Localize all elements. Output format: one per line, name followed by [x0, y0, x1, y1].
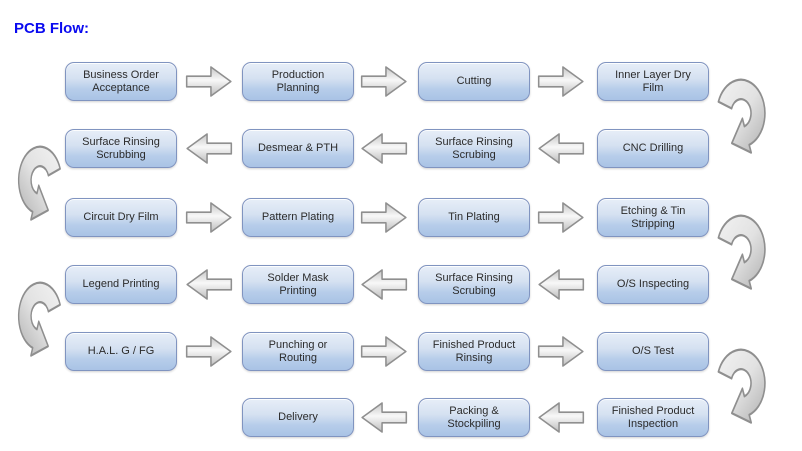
flow-step-tin-plating: Tin Plating [418, 198, 530, 237]
flow-step-label: Business Order Acceptance [83, 68, 159, 94]
flow-step-label: Surface Rinsing Scrubing [435, 271, 513, 297]
arrow-right-icon [360, 66, 407, 97]
arrow-right-icon [185, 336, 232, 367]
u-turn-arrow-right-icon [717, 214, 766, 290]
flow-step-surface-rinsing-scrubing-3: Surface Rinsing Scrubing [418, 265, 530, 304]
flow-step-desmear-pth: Desmear & PTH [242, 129, 354, 168]
flow-step-circuit-dry-film: Circuit Dry Film [65, 198, 177, 237]
arrow-right-icon [360, 336, 407, 367]
u-turn-arrow-left-icon [17, 281, 61, 357]
arrow-left-icon [361, 133, 408, 164]
u-turn-arrow-right-icon [717, 348, 766, 424]
arrow-left-icon [538, 269, 585, 300]
flow-step-label: H.A.L. G / FG [87, 345, 155, 357]
flow-step-label: CNC Drilling [622, 142, 684, 154]
flow-step-pattern-plating: Pattern Plating [242, 198, 354, 237]
flow-step-label: Finished Product Inspection [611, 404, 695, 430]
arrow-left-icon [186, 133, 233, 164]
flow-step-cutting: Cutting [418, 62, 530, 101]
flow-step-label: Surface Rinsing Scrubing [435, 135, 513, 161]
page-title: PCB Flow: [14, 20, 89, 37]
flow-step-delivery: Delivery [242, 398, 354, 437]
arrow-left-icon [538, 133, 585, 164]
flow-step-production-planning: Production Planning [242, 62, 354, 101]
flow-step-label: Etching & Tin Stripping [620, 204, 686, 230]
flow-step-finished-product-inspection: Finished Product Inspection [597, 398, 709, 437]
flow-step-label: Solder Mask Printing [267, 271, 329, 297]
arrow-right-icon [537, 336, 584, 367]
flow-step-label: Finished Product Rinsing [432, 338, 516, 364]
flow-step-hal-g-fg: H.A.L. G / FG [65, 332, 177, 371]
u-turn-arrow-left-icon [17, 145, 61, 221]
flow-step-packing-stockpiling: Packing & Stockpiling [418, 398, 530, 437]
flow-step-label: Surface Rinsing Scrubbing [82, 135, 160, 161]
flow-step-label: Packing & Stockpiling [447, 404, 501, 430]
flow-step-surface-rinsing-scrubbing: Surface Rinsing Scrubbing [65, 129, 177, 168]
flow-step-os-inspecting: O/S Inspecting [597, 265, 709, 304]
flow-step-business-order-acceptance: Business Order Acceptance [65, 62, 177, 101]
arrow-right-icon [537, 66, 584, 97]
arrow-left-icon [186, 269, 233, 300]
flow-step-label: Circuit Dry Film [83, 211, 159, 223]
arrow-right-icon [360, 202, 407, 233]
flow-step-label: Production Planning [271, 68, 325, 94]
flow-step-os-test: O/S Test [597, 332, 709, 371]
arrow-left-icon [361, 402, 408, 433]
flow-step-legend-printing: Legend Printing [65, 265, 177, 304]
flow-step-solder-mask-printing: Solder Mask Printing [242, 265, 354, 304]
arrow-right-icon [185, 202, 232, 233]
flow-step-surface-rinsing-scrubing-2: Surface Rinsing Scrubing [418, 129, 530, 168]
flow-step-cnc-drilling: CNC Drilling [597, 129, 709, 168]
u-turn-arrow-right-icon [717, 78, 766, 154]
arrow-left-icon [538, 402, 585, 433]
flow-step-label: Pattern Plating [261, 211, 335, 223]
flow-step-finished-product-rinsing: Finished Product Rinsing [418, 332, 530, 371]
arrow-right-icon [185, 66, 232, 97]
flow-step-label: Punching or Routing [268, 338, 328, 364]
arrow-left-icon [361, 269, 408, 300]
flow-step-label: Cutting [456, 75, 492, 87]
flow-step-label: O/S Test [632, 345, 674, 357]
flow-step-label: Delivery [278, 411, 318, 423]
flow-step-inner-layer-dry-film: Inner Layer Dry Film [597, 62, 709, 101]
flow-step-etching-tin-stripping: Etching & Tin Stripping [597, 198, 709, 237]
flow-step-label: Tin Plating [448, 211, 500, 223]
flow-step-punching-or-routing: Punching or Routing [242, 332, 354, 371]
flow-step-label: O/S Inspecting [616, 278, 690, 290]
arrow-right-icon [537, 202, 584, 233]
flow-step-label: Inner Layer Dry Film [615, 68, 691, 94]
flow-step-label: Legend Printing [82, 278, 160, 290]
flow-step-label: Desmear & PTH [257, 142, 339, 154]
